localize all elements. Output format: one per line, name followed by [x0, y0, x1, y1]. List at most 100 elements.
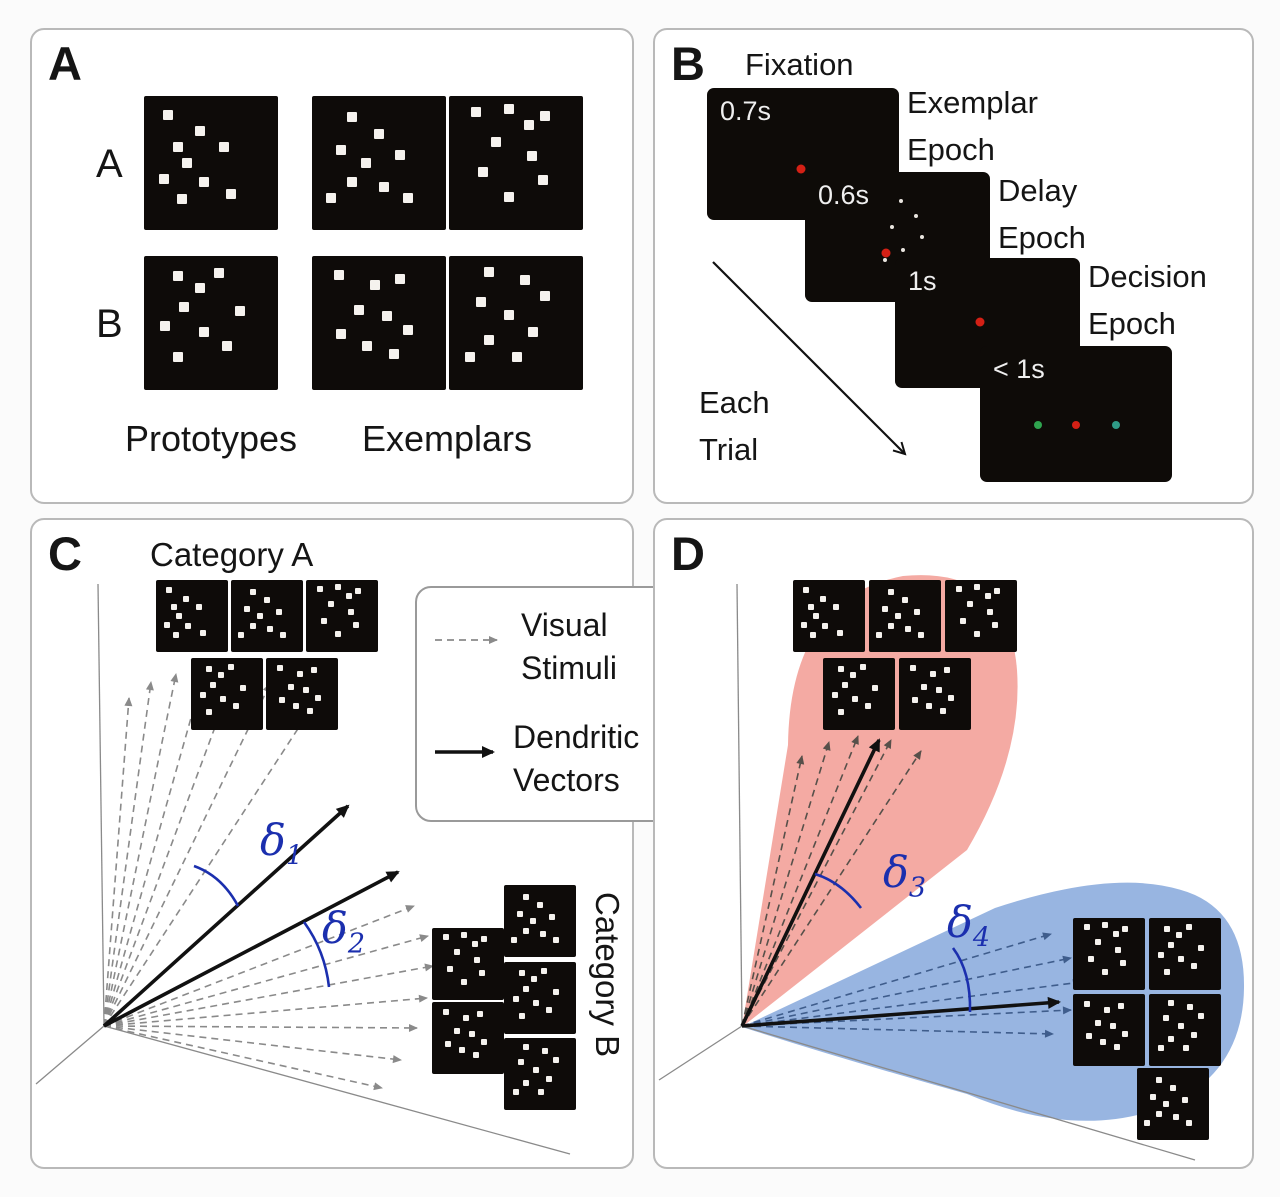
delta2-arc: [302, 921, 331, 988]
stimulus-dot: [838, 665, 844, 672]
stimulus-dot: [1197, 944, 1204, 951]
category-a-stimulus: [231, 580, 303, 652]
stimulus-dot: [960, 618, 966, 625]
stimulus-dot: [889, 224, 894, 229]
stimulus-dot: [531, 976, 538, 983]
stimulus-dot: [841, 682, 848, 689]
visual-stimuli-label: Visual Stimuli: [521, 607, 618, 687]
stimulus-dot: [179, 301, 190, 312]
stimulus-dot: [444, 1040, 451, 1047]
stimulus-dot: [288, 683, 295, 690]
stimulus-dot: [484, 267, 495, 278]
category-a-stimulus-vectors: [741, 735, 922, 1027]
stimulus-dot: [454, 949, 461, 956]
stimulus-dot: [235, 305, 246, 316]
fixation-dot: [881, 248, 891, 258]
choice-dot-left: [1033, 420, 1042, 429]
stimulus-dot: [533, 1066, 540, 1073]
prototype-a-stimulus: [144, 96, 278, 230]
stimulus-dot: [176, 613, 183, 619]
stimulus-dot: [347, 609, 354, 616]
fixation-dot: [975, 317, 985, 327]
stimulus-dot: [1149, 1093, 1156, 1100]
stimulus-dot: [462, 1014, 469, 1021]
delta4-arc: [951, 947, 972, 1013]
stimulus-dot: [1102, 922, 1109, 929]
stimulus-dot: [160, 320, 171, 331]
category-a-stimulus: [191, 658, 263, 730]
stimulus-dot: [278, 696, 285, 703]
stimulus-dot: [820, 595, 827, 602]
stimulus-dot: [913, 608, 920, 615]
stimulus-dot: [470, 107, 481, 118]
stimulus-dot: [185, 623, 192, 630]
stimulus-dot: [354, 587, 361, 594]
stimulus-dot: [967, 601, 974, 608]
category-b-stimulus: [504, 962, 576, 1034]
dendritic-vectors-arrow-icon: [435, 746, 495, 758]
stimulus-dot: [947, 694, 954, 701]
stimulus-dot: [808, 604, 814, 611]
each-trial-arrow: [712, 261, 907, 456]
stimulus-dot: [199, 692, 206, 699]
stimulus-dot: [899, 198, 904, 203]
stimulus-dot: [882, 258, 887, 263]
exemplar-epoch-label: Exemplar Epoch: [907, 85, 1038, 167]
stimulus-dot: [901, 248, 906, 252]
stimulus-dot: [850, 672, 857, 679]
stimulus-dot: [516, 910, 523, 917]
stimulus-dot: [537, 902, 543, 909]
exemplar-b1-stimulus: [312, 256, 446, 390]
stimulus-dot: [802, 587, 809, 594]
stimulus-dot: [1155, 1111, 1162, 1118]
stimulus-dot: [537, 175, 548, 186]
category-b-stimulus: [504, 885, 576, 957]
stimulus-dot: [1113, 1043, 1120, 1050]
stimulus-dot: [395, 149, 406, 160]
stimulus-dot: [512, 351, 523, 362]
stimulus-dot: [1113, 930, 1120, 937]
stimulus-dot: [956, 585, 963, 592]
stimulus-dot: [476, 296, 487, 307]
stimulus-dot: [985, 592, 992, 599]
stimulus-dot: [317, 585, 324, 592]
stimulus-dot: [477, 167, 488, 178]
stimulus-dot: [461, 932, 468, 939]
screen-duration: 1s: [908, 266, 937, 296]
stimulus-dot: [1155, 1076, 1162, 1083]
stimulus-dot: [833, 604, 840, 611]
panel-b-letter: B: [671, 37, 705, 90]
stimulus-dot: [199, 327, 210, 338]
stimulus-dot: [1121, 925, 1128, 932]
stimulus-dot: [275, 608, 282, 615]
stimulus-dot: [346, 592, 353, 599]
stimulus-dot: [335, 584, 342, 591]
stimulus-dot: [518, 1059, 525, 1066]
stimulus-dot: [490, 136, 501, 147]
stimulus-dot: [1117, 1003, 1124, 1010]
stimulus-dot: [472, 1051, 479, 1058]
stimulus-dot: [1144, 1119, 1151, 1126]
stimulus-dot: [256, 613, 263, 619]
decision-epoch-label: Decision Epoch: [1088, 259, 1207, 341]
stimulus-dot: [522, 893, 529, 900]
stimulus-dot: [176, 194, 187, 205]
stimulus-dot: [369, 280, 380, 291]
stimulus-dot: [552, 988, 559, 995]
stimulus-dot: [195, 125, 206, 136]
category-b-stimulus: [504, 1038, 576, 1110]
stimulus-dot: [992, 622, 999, 629]
stimulus-dot: [238, 631, 245, 638]
stimulus-dot: [266, 625, 273, 632]
category-b-stimulus-vectors: [103, 905, 434, 1091]
stimulus-dot: [929, 670, 936, 677]
stimulus-dot: [325, 192, 336, 203]
stimulus-dot: [183, 595, 190, 602]
stimulus-dot: [199, 176, 210, 187]
stimulus-dot: [511, 936, 518, 943]
stimulus-dot: [1167, 942, 1174, 949]
stimulus-dot: [222, 340, 233, 351]
stimulus-dot: [917, 631, 924, 638]
stimulus-dot: [172, 351, 183, 362]
stimulus-dot: [1167, 999, 1174, 1006]
